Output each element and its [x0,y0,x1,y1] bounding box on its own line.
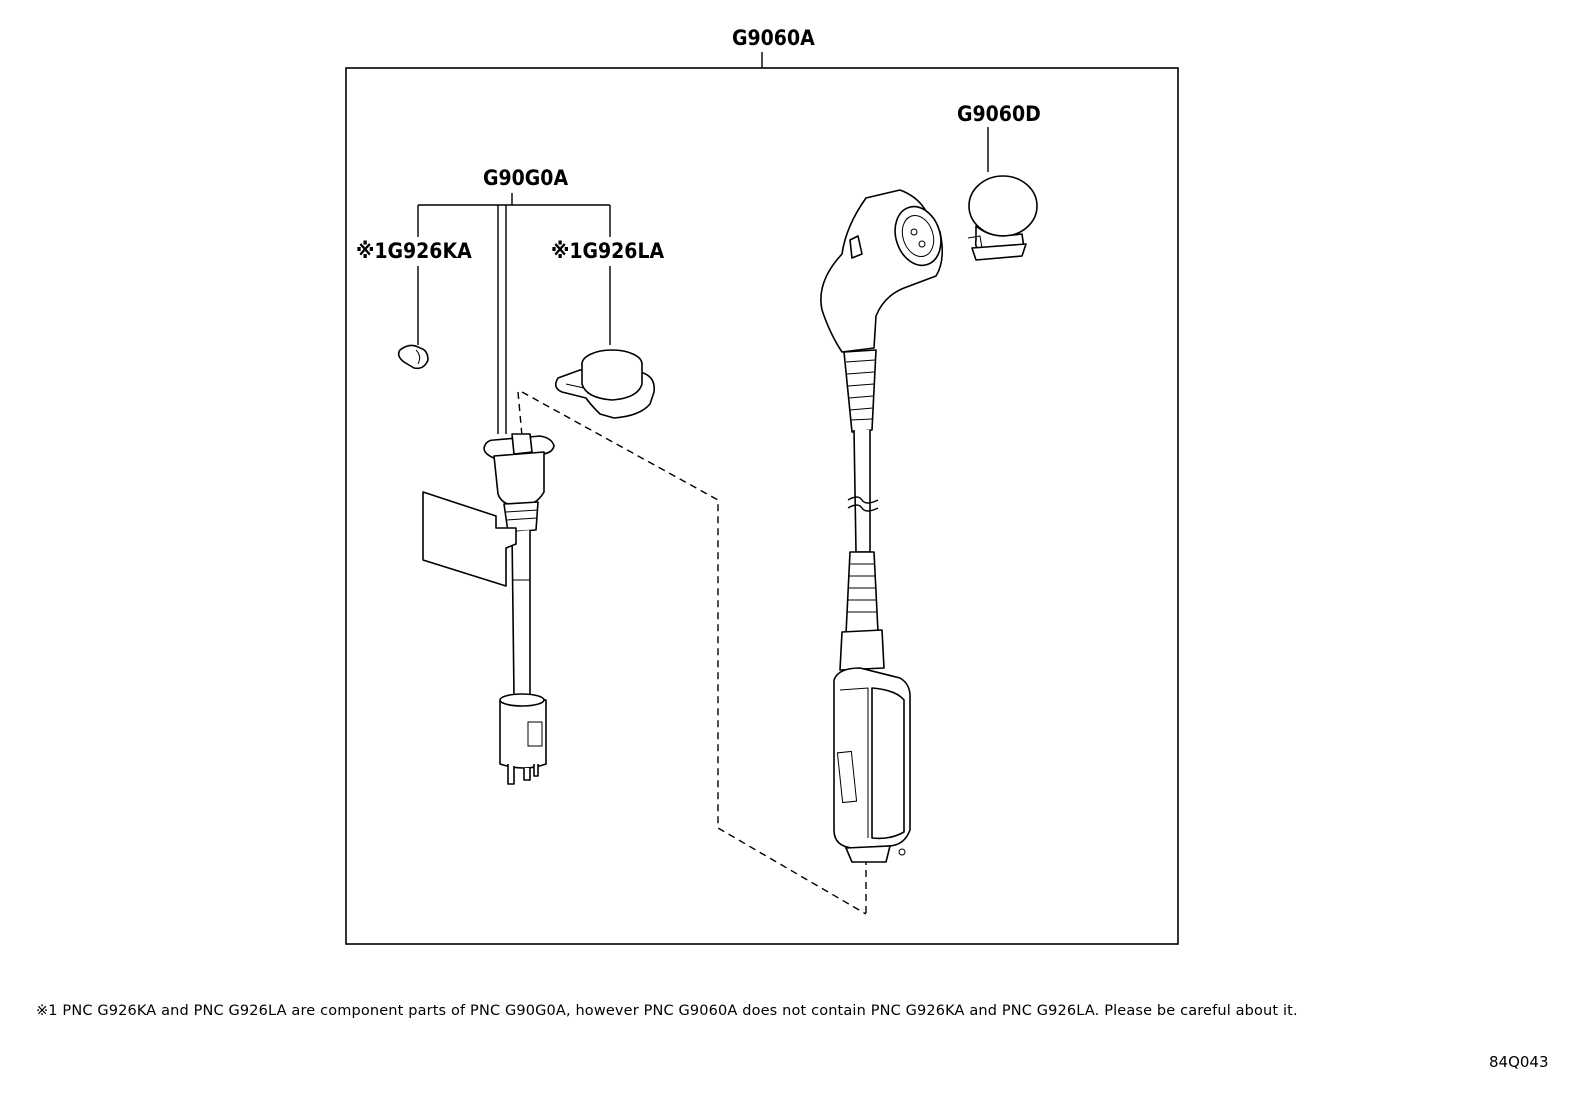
label-g926ka: ※1G926KA [356,239,472,263]
label-g9060a: G9060A [732,26,815,50]
adapter-cable-g90g0a [422,433,555,785]
label-g90g0a: G90G0A [483,166,568,190]
cap-part-g926la [554,349,656,419]
clip-part-g926ka [397,344,429,370]
kit-frame [345,67,1179,945]
figure-code: 84Q043 [1489,1053,1549,1071]
footnote: ※1 PNC G926KA and PNC G926LA are compone… [36,1003,1298,1019]
label-g9060d: G9060D [957,102,1041,126]
cap-part-g9060d [967,175,1038,261]
label-g926la: ※1G926LA [551,239,664,263]
charging-connector [820,189,944,863]
